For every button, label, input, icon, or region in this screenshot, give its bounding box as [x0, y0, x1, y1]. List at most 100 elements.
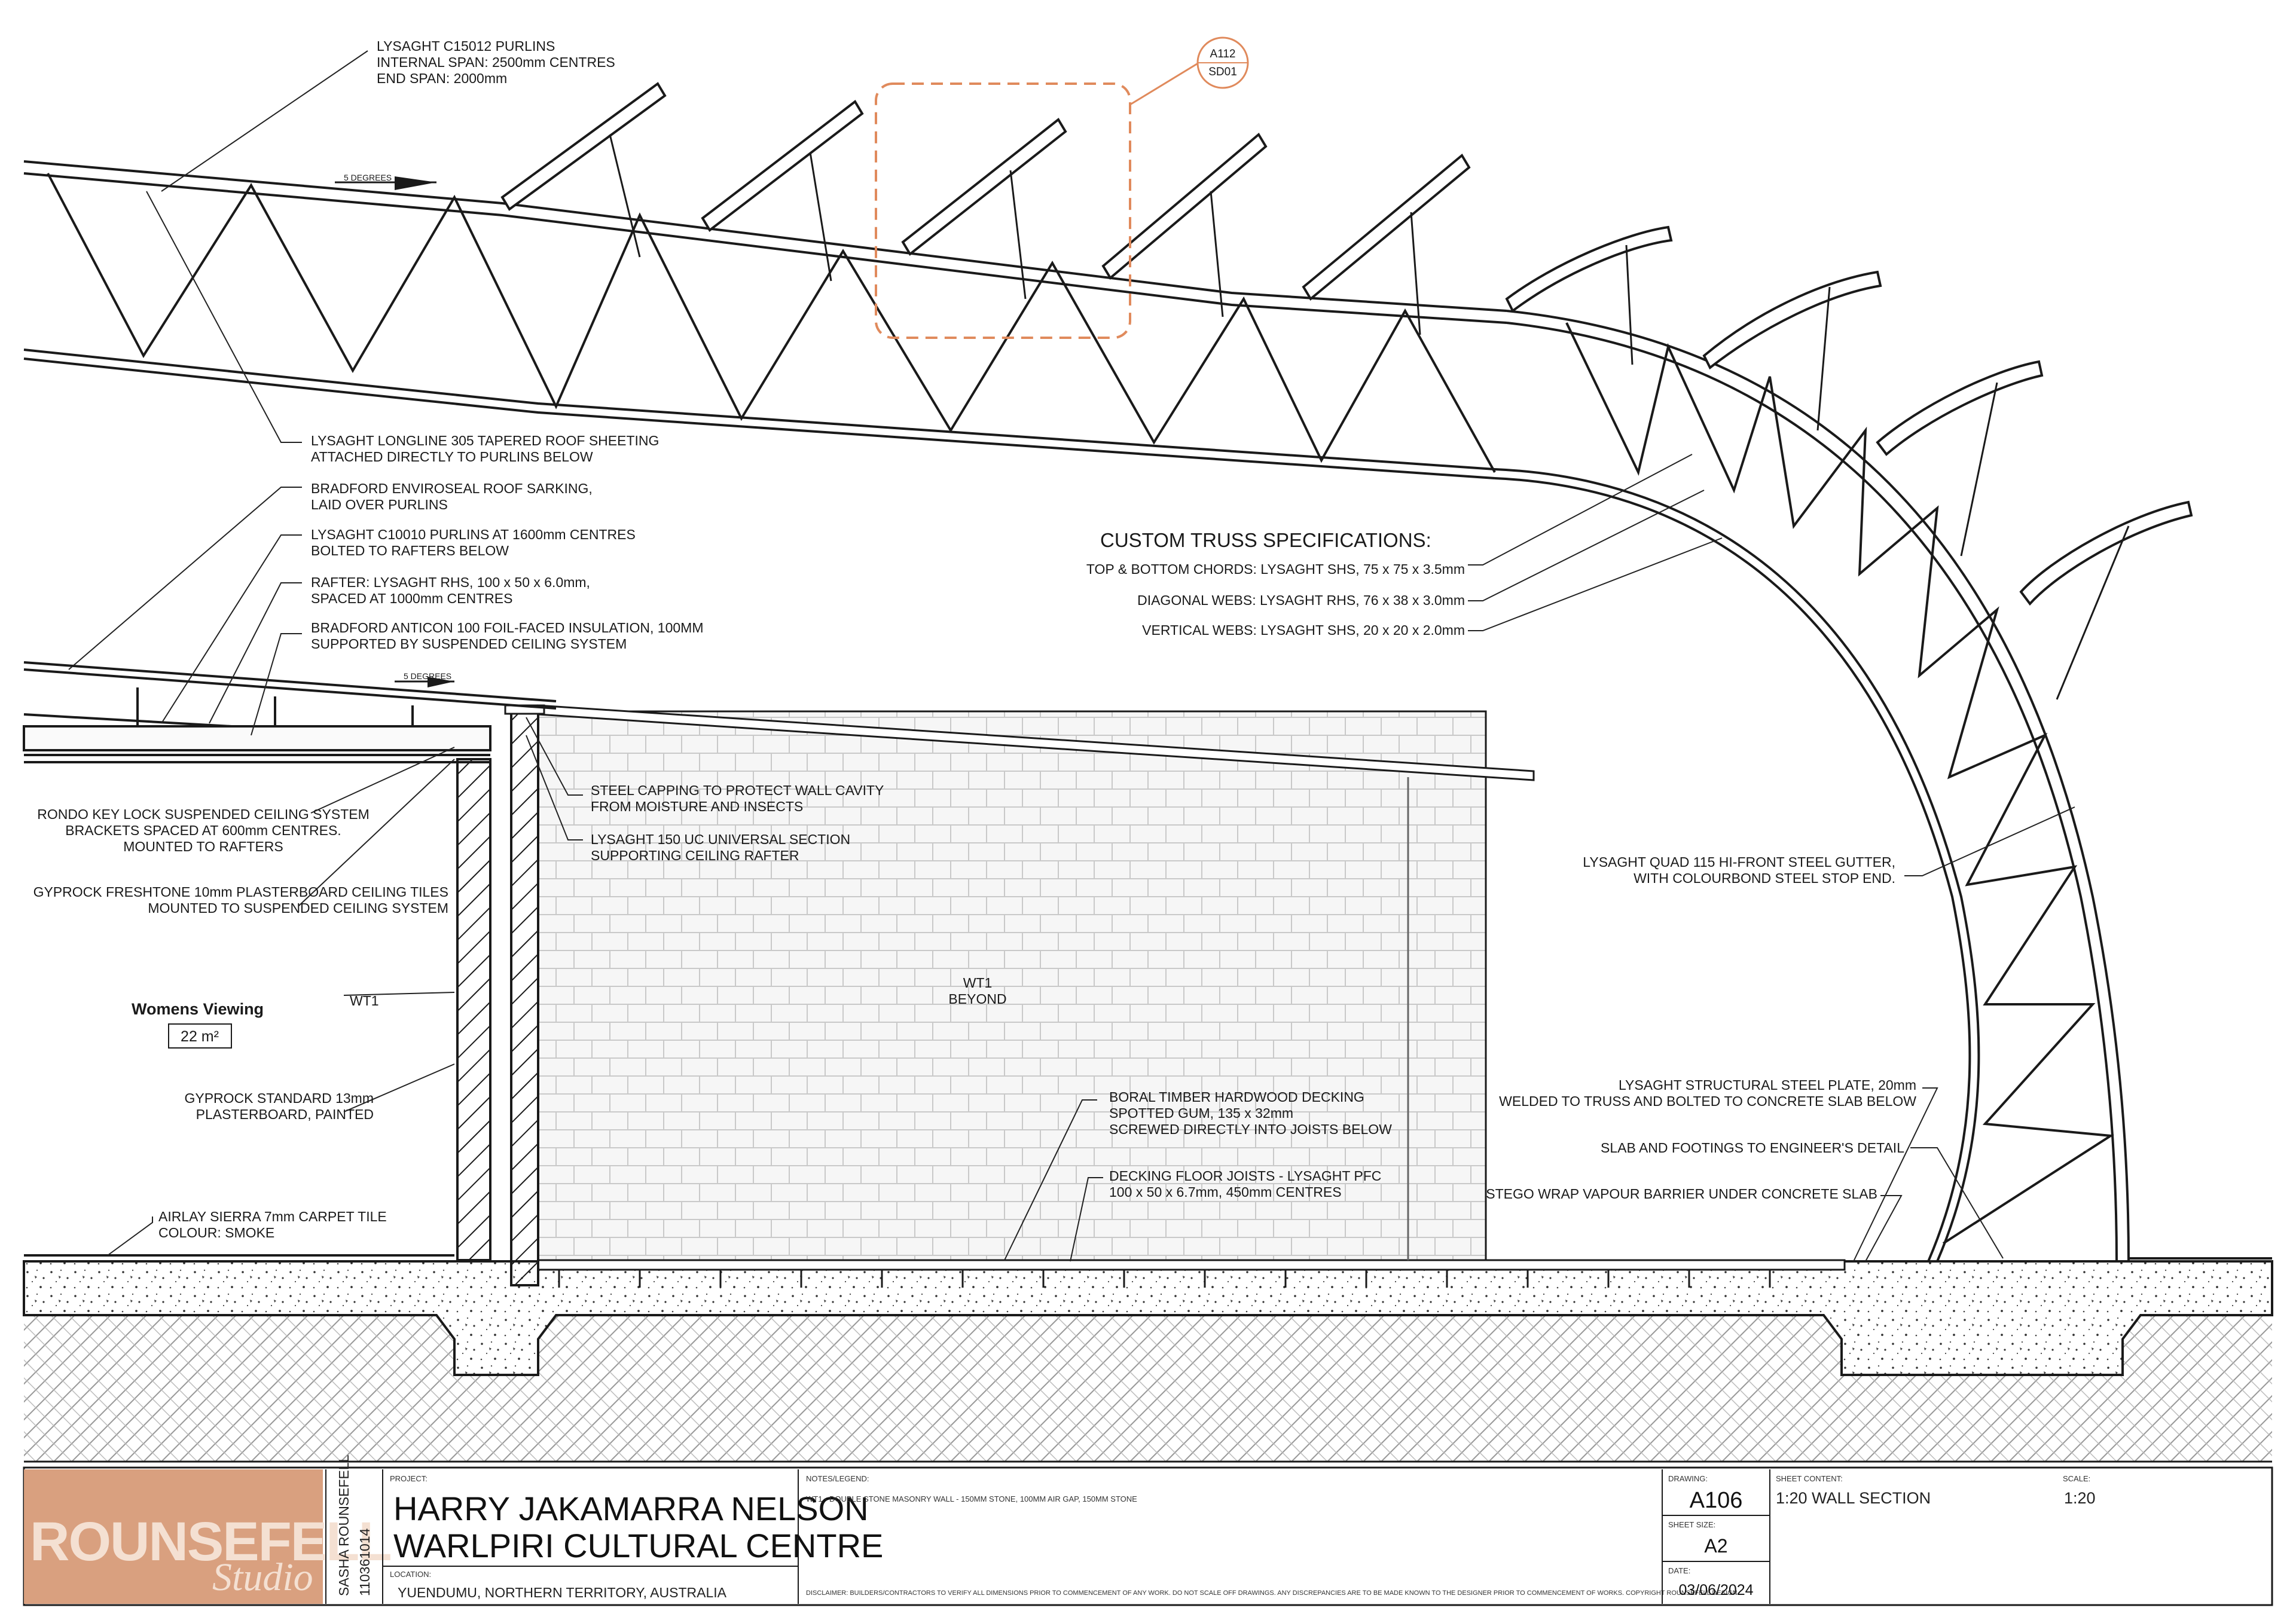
notes-label: NOTES/LEGEND:	[806, 1474, 869, 1483]
svg-text:GYPROCK FRESHTONE 10mm PLASTER: GYPROCK FRESHTONE 10mm PLASTERBOARD CEIL…	[33, 884, 448, 900]
lower-roof	[23, 661, 557, 763]
annotation-sarking: BRADFORD ENVIROSEAL ROOF SARKING, LAID O…	[311, 481, 593, 512]
location-value: YUENDUMU, NORTHERN TERRITORY, AUSTRALIA	[398, 1585, 727, 1600]
annotation-gutter: LYSAGHT QUAD 115 HI-FRONT STEEL GUTTER, …	[1583, 854, 1895, 886]
scale-value: 1:20	[2064, 1489, 2096, 1507]
svg-text:ATTACHED DIRECTLY TO PURLINS B: ATTACHED DIRECTLY TO PURLINS BELOW	[311, 449, 593, 464]
annotation-plasterboard: GYPROCK STANDARD 13mm PLASTERBOARD, PAIN…	[184, 1090, 374, 1122]
svg-text:BRACKETS SPACED AT 600mm CENTR: BRACKETS SPACED AT 600mm CENTRES.	[65, 823, 341, 838]
svg-text:STEEL CAPPING TO PROTECT WALL: STEEL CAPPING TO PROTECT WALL CAVITY	[591, 783, 884, 798]
slope-label-lower: 5 DEGREES	[404, 671, 451, 681]
brand-main: ROUNSEFELL	[30, 1511, 391, 1572]
room-area: 22 m²	[181, 1028, 219, 1045]
annotation-carpet: AIRLAY SIERRA 7mm CARPET TILE COLOUR: SM…	[158, 1209, 387, 1240]
project-title-line2: WARLPIRI CULTURAL CENTRE	[393, 1527, 883, 1564]
svg-text:FROM MOISTURE AND INSECTS: FROM MOISTURE AND INSECTS	[591, 799, 803, 814]
room-name: Womens Viewing	[132, 1000, 264, 1018]
slope-label-upper: 5 DEGREES	[344, 173, 392, 182]
sheet-size-value: A2	[1704, 1535, 1727, 1557]
svg-text:PLASTERBOARD, PAINTED: PLASTERBOARD, PAINTED	[196, 1107, 374, 1122]
svg-text:LYSAGHT C10010 PURLINS AT 1600: LYSAGHT C10010 PURLINS AT 1600mm CENTRES	[311, 527, 636, 542]
designer-name: SASHA ROUNSEFELL	[336, 1454, 352, 1596]
annotation-universal-section: LYSAGHT 150 UC UNIVERSAL SECTION SUPPORT…	[591, 832, 850, 863]
svg-text:VERTICAL WEBS: LYSAGHT SHS, 20: VERTICAL WEBS: LYSAGHT SHS, 20 x 20 x 2.…	[1142, 622, 1465, 638]
location-label: LOCATION:	[390, 1570, 431, 1579]
svg-text:LAID OVER PURLINS: LAID OVER PURLINS	[311, 497, 448, 512]
svg-text:SCREWED DIRECTLY INTO JOISTS B: SCREWED DIRECTLY INTO JOISTS BELOW	[1109, 1121, 1392, 1137]
title-block: ROUNSEFELL Studio SASHA ROUNSEFELL 11036…	[23, 1454, 2273, 1606]
annotation-vapour-barrier: STEGO WRAP VAPOUR BARRIER UNDER CONCRETE…	[1486, 1186, 1877, 1202]
svg-text:LYSAGHT STRUCTURAL STEEL PLATE: LYSAGHT STRUCTURAL STEEL PLATE, 20mm	[1619, 1077, 1916, 1093]
purlin-struts	[609, 134, 2130, 700]
wall-leaf-inner	[456, 758, 491, 1261]
drawing-number: A106	[1690, 1488, 1743, 1513]
annotation-steel-plate: LYSAGHT STRUCTURAL STEEL PLATE, 20mm WEL…	[1499, 1077, 1916, 1109]
svg-text:SPOTTED GUM, 135 x 32mm: SPOTTED GUM, 135 x 32mm	[1109, 1105, 1293, 1121]
svg-text:CUSTOM TRUSS SPECIFICATIONS:: CUSTOM TRUSS SPECIFICATIONS:	[1100, 529, 1431, 551]
svg-text:BOLTED TO RAFTERS BELOW: BOLTED TO RAFTERS BELOW	[311, 543, 509, 558]
decking	[537, 1259, 1846, 1271]
svg-text:BEYOND: BEYOND	[948, 991, 1006, 1007]
svg-text:GYPROCK STANDARD 13mm: GYPROCK STANDARD 13mm	[184, 1090, 374, 1106]
svg-text:BORAL TIMBER HARDWOOD DECKING: BORAL TIMBER HARDWOOD DECKING	[1109, 1089, 1364, 1105]
sheet-size-label: SHEET SIZE:	[1668, 1520, 1715, 1529]
sheet-content-label: SHEET CONTENT:	[1776, 1474, 1843, 1483]
svg-text:BRADFORD ANTICON 100 FOIL-FACE: BRADFORD ANTICON 100 FOIL-FACED INSULATI…	[311, 620, 703, 635]
annotation-decking: BORAL TIMBER HARDWOOD DECKING SPOTTED GU…	[1109, 1089, 1392, 1137]
annotation-wt1: WT1	[350, 993, 379, 1008]
svg-text:BRADFORD ENVIROSEAL ROOF SARKI: BRADFORD ENVIROSEAL ROOF SARKING,	[311, 481, 593, 496]
room-tag: Womens Viewing 22 m²	[132, 1000, 264, 1049]
annotation-ceiling-system: RONDO KEY LOCK SUSPENDED CEILING SYSTEM …	[37, 806, 370, 854]
svg-text:RAFTER: LYSAGHT RHS, 100 x 50: RAFTER: LYSAGHT RHS, 100 x 50 x 6.0mm,	[311, 574, 590, 590]
svg-text:MOUNTED TO SUSPENDED CEILING S: MOUNTED TO SUSPENDED CEILING SYSTEM	[148, 900, 448, 916]
brand-script: Studio	[212, 1555, 313, 1599]
svg-text:AIRLAY SIERRA 7mm CARPET TILE: AIRLAY SIERRA 7mm CARPET TILE	[158, 1209, 387, 1224]
svg-text:TOP & BOTTOM CHORDS: LYSAGHT S: TOP & BOTTOM CHORDS: LYSAGHT SHS, 75 x 7…	[1086, 561, 1465, 577]
annotation-wt1-beyond: WT1 BEYOND	[948, 975, 1006, 1007]
svg-text:END SPAN: 2000mm: END SPAN: 2000mm	[377, 71, 507, 86]
student-id: 110361014	[357, 1528, 373, 1596]
detail-ref-sheet: SD01	[1208, 66, 1237, 78]
svg-text:INTERNAL SPAN: 2500mm CENTRES: INTERNAL SPAN: 2500mm CENTRES	[377, 54, 615, 70]
svg-text:RONDO KEY LOCK SUSPENDED CEILI: RONDO KEY LOCK SUSPENDED CEILING SYSTEM	[37, 806, 370, 822]
annotation-insulation: BRADFORD ANTICON 100 FOIL-FACED INSULATI…	[311, 620, 703, 652]
svg-text:LYSAGHT QUAD 115 HI-FRONT STEE: LYSAGHT QUAD 115 HI-FRONT STEEL GUTTER,	[1583, 854, 1895, 870]
annotation-steel-capping: STEEL CAPPING TO PROTECT WALL CAVITY FRO…	[591, 783, 884, 814]
annotation-purlins-top: LYSAGHT C15012 PURLINS INTERNAL SPAN: 25…	[377, 38, 615, 86]
floor-joists	[558, 1270, 1771, 1288]
roof-panels	[500, 82, 2193, 606]
notes-text: WT1 - DOUBLE STONE MASONRY WALL - 150MM …	[806, 1494, 1137, 1503]
svg-text:WT1: WT1	[963, 975, 993, 991]
leader-lines	[68, 50, 2075, 1262]
annotation-purlins-c10010: LYSAGHT C10010 PURLINS AT 1600mm CENTRES…	[311, 527, 636, 558]
sheet-content-value: 1:20 WALL SECTION	[1776, 1489, 1931, 1507]
brand-panel	[24, 1469, 323, 1604]
svg-text:SUPPORTED BY SUSPENDED CEILING: SUPPORTED BY SUSPENDED CEILING SYSTEM	[311, 636, 627, 652]
svg-text:100 x 50 x 6.7mm, 450mm CENTRE: 100 x 50 x 6.7mm, 450mm CENTRES	[1109, 1184, 1342, 1200]
drawing-label: DRAWING:	[1668, 1474, 1708, 1483]
svg-text:WELDED TO TRUSS AND BOLTED TO: WELDED TO TRUSS AND BOLTED TO CONCRETE S…	[1499, 1093, 1916, 1109]
svg-text:SUPPORTING CEILING RAFTER: SUPPORTING CEILING RAFTER	[591, 848, 799, 863]
svg-text:MOUNTED TO RAFTERS: MOUNTED TO RAFTERS	[123, 839, 283, 854]
project-title-line1: HARRY JAKAMARRA NELSON	[393, 1490, 869, 1527]
stone-wall-beyond	[537, 710, 1487, 1261]
disclaimer-text: DISCLAIMER: BUILDERS/CONTRACTORS TO VERI…	[806, 1590, 1738, 1597]
svg-text:DIAGONAL WEBS: LYSAGHT RHS, 76: DIAGONAL WEBS: LYSAGHT RHS, 76 x 38 x 3.…	[1137, 592, 1465, 608]
annotation-joists: DECKING FLOOR JOISTS - LYSAGHT PFC 100 x…	[1109, 1168, 1381, 1200]
svg-text:WITH COLOURBOND STEEL STOP END: WITH COLOURBOND STEEL STOP END.	[1634, 870, 1895, 886]
detail-ref-drawing: A112	[1210, 48, 1236, 60]
svg-text:COLOUR: SMOKE: COLOUR: SMOKE	[158, 1225, 274, 1240]
svg-text:DECKING FLOOR JOISTS - LYSAGHT: DECKING FLOOR JOISTS - LYSAGHT PFC	[1109, 1168, 1381, 1184]
svg-text:LYSAGHT LONGLINE 305 TAPERED R: LYSAGHT LONGLINE 305 TAPERED ROOF SHEETI…	[311, 433, 659, 448]
date-value: 03/06/2024	[1678, 1582, 1753, 1598]
svg-text:LYSAGHT 150 UC UNIVERSAL SECTI: LYSAGHT 150 UC UNIVERSAL SECTION	[591, 832, 850, 847]
scale-label: SCALE:	[2063, 1474, 2090, 1483]
date-label: DATE:	[1668, 1566, 1690, 1575]
annotation-roof-sheeting: LYSAGHT LONGLINE 305 TAPERED ROOF SHEETI…	[311, 433, 659, 464]
detail-callout-box	[875, 82, 1131, 339]
svg-text:SPACED AT 1000mm CENTRES: SPACED AT 1000mm CENTRES	[311, 591, 512, 606]
wall-leaf-outer	[510, 710, 539, 1286]
svg-text:LYSAGHT C15012 PURLINS: LYSAGHT C15012 PURLINS	[377, 38, 555, 54]
concrete-slab	[23, 1260, 2273, 1376]
